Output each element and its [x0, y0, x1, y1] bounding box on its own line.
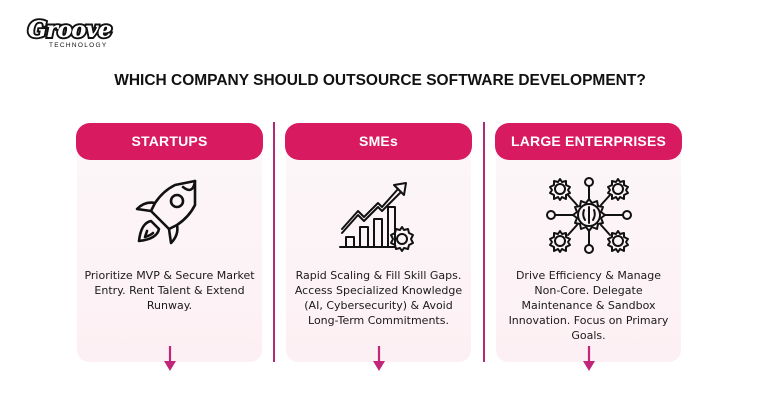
- column-startups: STARTUPS Prioritize MVP & Secure Market …: [76, 123, 263, 373]
- column-divider: [483, 122, 485, 362]
- column-large-enterprises: LARGE ENTERPRISES: [495, 123, 682, 373]
- page-title: WHICH COMPANY SHOULD OUTSOURCE SOFTWARE …: [114, 72, 646, 89]
- logo-wordmark-outline: Groove: [26, 16, 114, 44]
- column-description: Drive Efficiency & Manage Non-Core. Dele…: [508, 269, 669, 342]
- column-divider: [273, 122, 275, 362]
- column-header: SMEs: [285, 123, 472, 160]
- column-description: Prioritize MVP & Secure Market Entry. Re…: [84, 269, 255, 312]
- arrow-down-icon: [163, 346, 176, 371]
- rocket-icon: [135, 179, 196, 245]
- column-description: Rapid Scaling & Fill Skill Gaps. Access …: [294, 269, 463, 327]
- growth-chart-gear-icon: [338, 182, 414, 252]
- column-header: STARTUPS: [76, 123, 263, 160]
- logo-subtitle: TECHNOLOGY: [49, 42, 108, 49]
- brain-gear-network-icon: [545, 177, 632, 254]
- groove-technology-logo: Groove Groove TECHNOLOGY: [26, 16, 118, 54]
- arrow-down-icon: [582, 346, 595, 371]
- logo-wordmark: Groove: [28, 17, 112, 43]
- column-smes: SMEs Rapid Scaling & Fill Skill Gaps. Ac…: [285, 123, 472, 373]
- column-header: LARGE ENTERPRISES: [495, 123, 682, 160]
- arrow-down-icon: [372, 346, 385, 371]
